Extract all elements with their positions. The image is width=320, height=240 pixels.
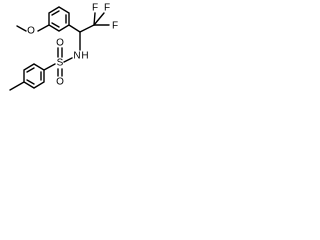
cf3-f-top-left-bond: [93, 12, 96, 26]
nh-to-s-bond: [63, 57, 73, 63]
sulfonyl-oxygen-bottom-label: O: [56, 77, 64, 88]
cf3-f-top-right-bond: [93, 12, 105, 26]
amine-hydrogen-label: H: [81, 51, 88, 62]
upper-ring-inner-bond-3: [51, 22, 60, 28]
methyl-bond: [9, 81, 25, 91]
upper-ring-inner-bond-1: [51, 10, 60, 16]
ring-to-ch-bond: [68, 24, 81, 33]
fluorine-right-label: F: [112, 21, 118, 32]
s-to-lower-ring-bond: [43, 63, 56, 71]
sulfonyl-oxygen-top-label: O: [56, 38, 64, 49]
chemical-structure: O F F F N H S O O: [9, 3, 118, 91]
ch-to-cf3-bond: [79, 24, 95, 33]
lower-ring-inner-bond-3: [26, 79, 35, 85]
upper-benzene-ring: [48, 6, 70, 32]
methoxy-c-o-bond: [37, 24, 50, 32]
amine-nitrogen-label: N: [73, 51, 80, 62]
fluorine-top-right-label: F: [104, 3, 110, 14]
sulfonyl-sulfur-label: S: [57, 58, 64, 69]
methoxy-oxygen-label: O: [27, 26, 35, 37]
fluorine-top-left-label: F: [92, 3, 98, 14]
structure-canvas: O F F F N H S O O: [0, 0, 127, 114]
lower-ring-inner-bond-2: [26, 67, 35, 73]
methoxy-o-ch3-bond: [16, 25, 27, 32]
